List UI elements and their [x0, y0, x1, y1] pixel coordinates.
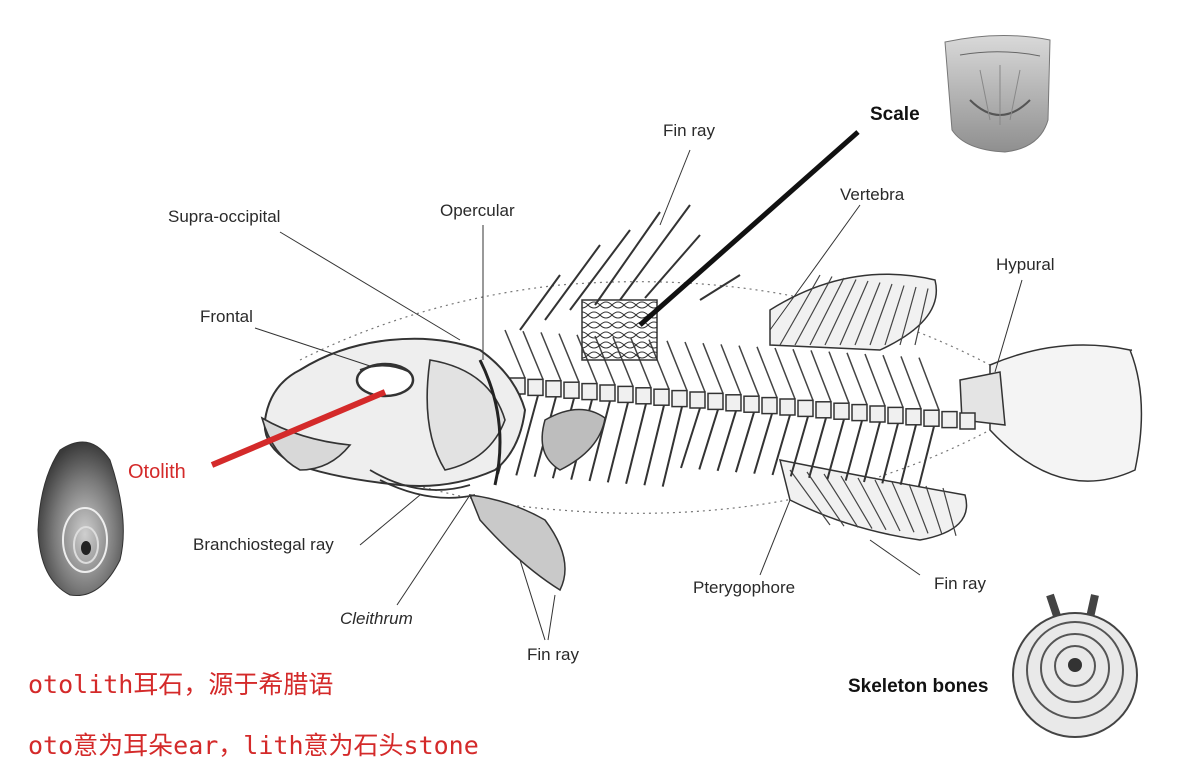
cleithrum-bone	[478, 359, 502, 486]
pointer-lines	[254, 149, 1023, 641]
caption-line-1: otolith耳石，源于希腊语	[28, 670, 334, 699]
label-hypural: Hypural	[996, 255, 1055, 274]
label-fin-ray-bottom: Fin ray	[527, 645, 579, 664]
scale-pointer	[638, 130, 860, 327]
anal-fin	[778, 459, 968, 541]
label-cleithrum: Cleithrum	[340, 609, 413, 628]
opercle	[426, 359, 506, 471]
label-branchiostegal-ray: Branchiostegal ray	[193, 535, 334, 554]
eye-orbit	[355, 362, 415, 398]
scale-patch	[581, 299, 658, 361]
otolith-pointer	[210, 389, 387, 468]
hypural-plate	[959, 371, 1006, 426]
label-skeleton-bones: Skeleton bones	[848, 676, 989, 697]
jaw	[260, 416, 352, 471]
label-frontal: Frontal	[200, 307, 253, 326]
label-fin-ray-top: Fin ray	[663, 121, 715, 140]
label-otolith: Otolith	[128, 461, 186, 483]
vertebra-photo	[1012, 593, 1138, 738]
scale-photo	[944, 34, 1051, 153]
otolith-photo	[37, 441, 124, 597]
ribs	[497, 393, 935, 487]
caption-line-2: oto意为耳朵ear，lith意为石头stone	[28, 731, 479, 760]
pelvic-fin	[468, 494, 566, 592]
vertebral-column	[509, 377, 976, 430]
pectoral-fin	[541, 408, 606, 471]
label-scale: Scale	[870, 104, 920, 125]
branchiostegal-rays	[369, 469, 476, 499]
label-fin-ray-right: Fin ray	[934, 574, 986, 593]
label-opercular: Opercular	[440, 201, 515, 220]
label-vertebra: Vertebra	[840, 185, 905, 204]
label-pterygophore: Pterygophore	[693, 578, 796, 597]
label-supra-occipital: Supra-occipital	[168, 207, 281, 226]
